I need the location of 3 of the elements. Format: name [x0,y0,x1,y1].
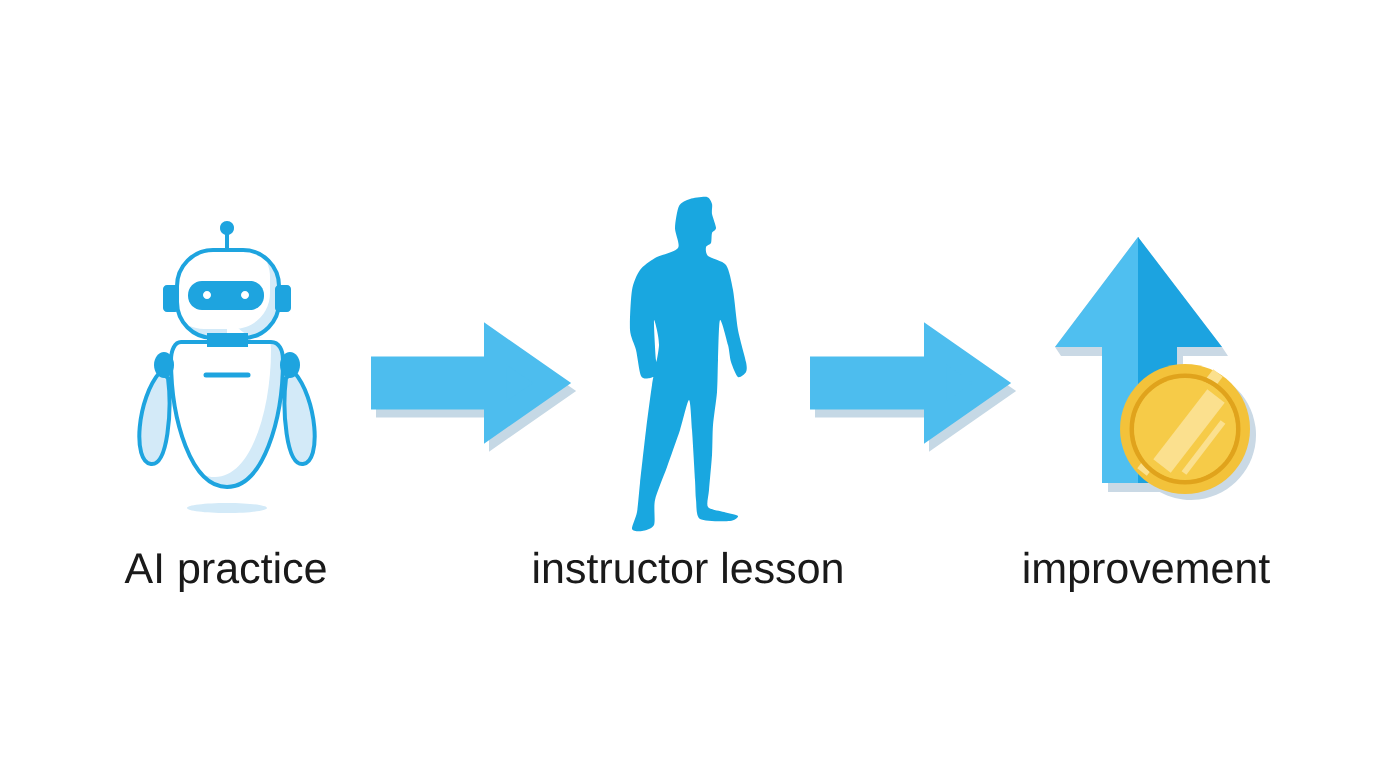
step-label: AI practice [124,551,326,592]
step-label: instructor lesson [534,551,842,584]
step-label: improvement [1024,551,1270,592]
